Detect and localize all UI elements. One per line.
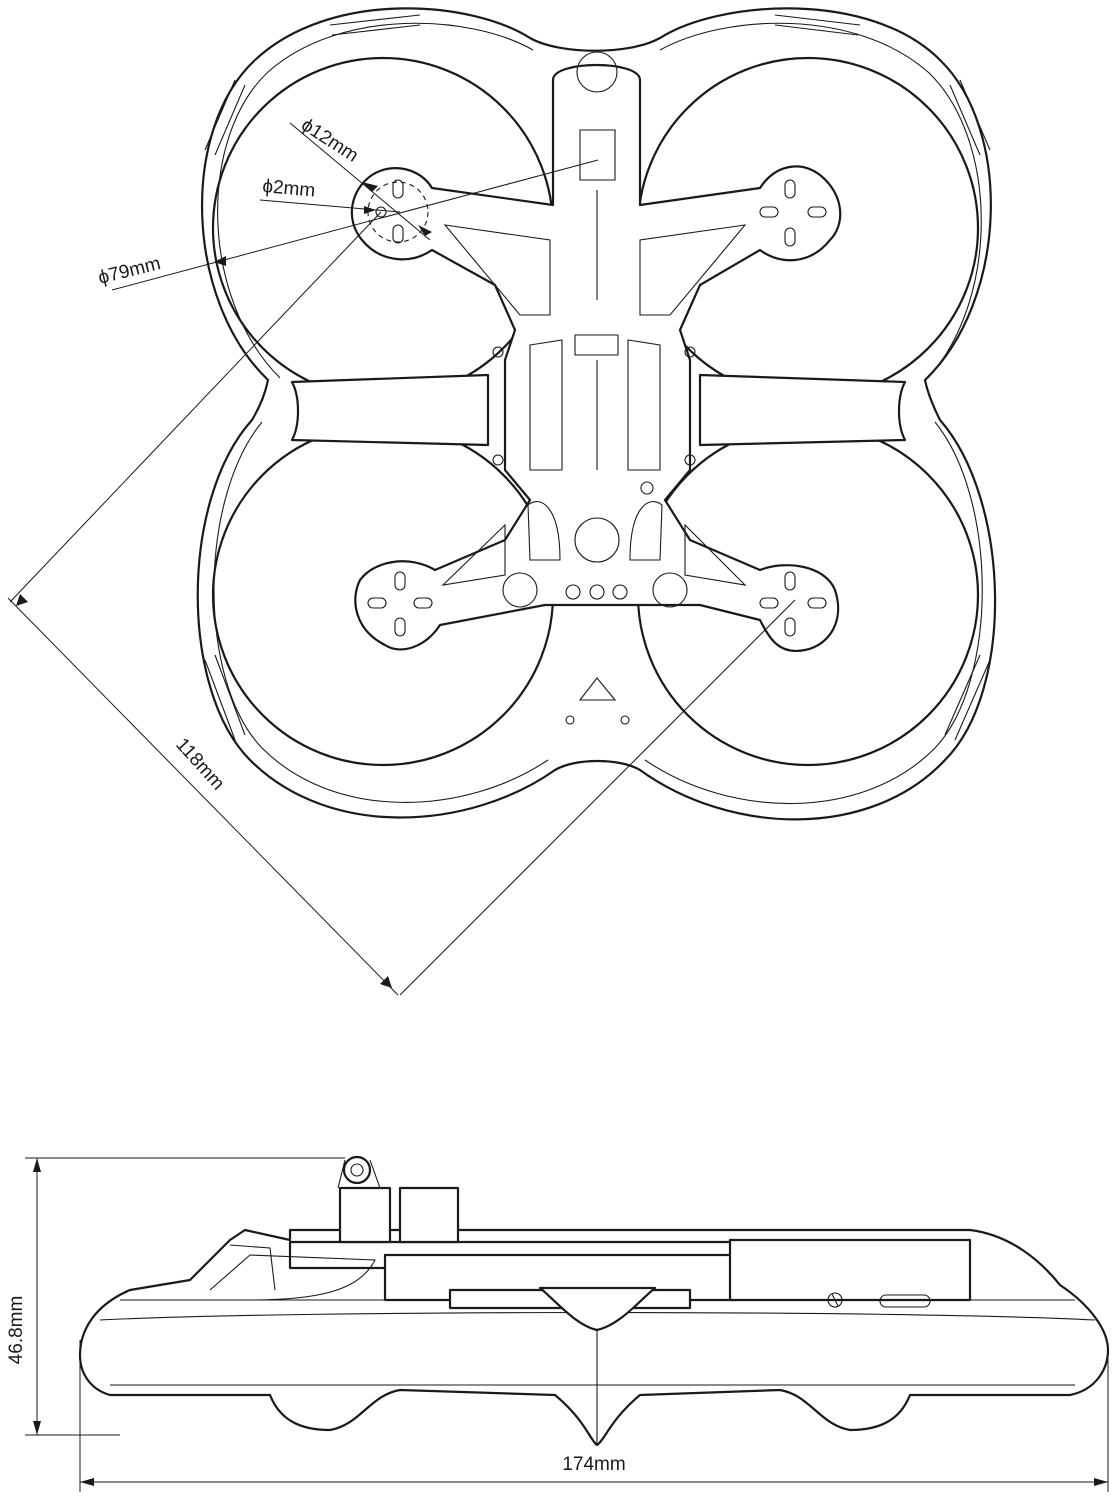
left-brace [290,373,490,447]
label-prop-guard: ϕ79mm [96,253,163,289]
motor-holes-top-right [759,179,827,247]
motor-holes-bottom-left [367,571,433,637]
label-mount-outer: ϕ12mm [297,115,362,167]
dim-height [25,1157,345,1436]
top-view: ϕ12mm ϕ2mm ϕ79mm 118mm [7,7,997,996]
dim-hole [259,199,401,214]
label-width: 174mm [562,1454,625,1475]
label-height: 46.8mm [6,1296,27,1365]
dim-wheelbase [7,211,796,996]
dim-width [79,1340,1109,1492]
side-view: 46.8mm 174mm [6,1155,1110,1492]
label-hole: ϕ2mm [262,176,317,202]
right-brace [698,373,907,447]
carbon-frame [350,63,842,653]
dim-mount-outer [289,122,432,241]
dim-prop-guard [111,159,599,291]
guard-outline-outer [196,7,997,821]
guard-slots [204,14,991,741]
motor-holes-bottom-right [759,571,827,637]
label-wheelbase: 118mm [171,734,228,794]
guard-outline-inner [213,22,983,805]
